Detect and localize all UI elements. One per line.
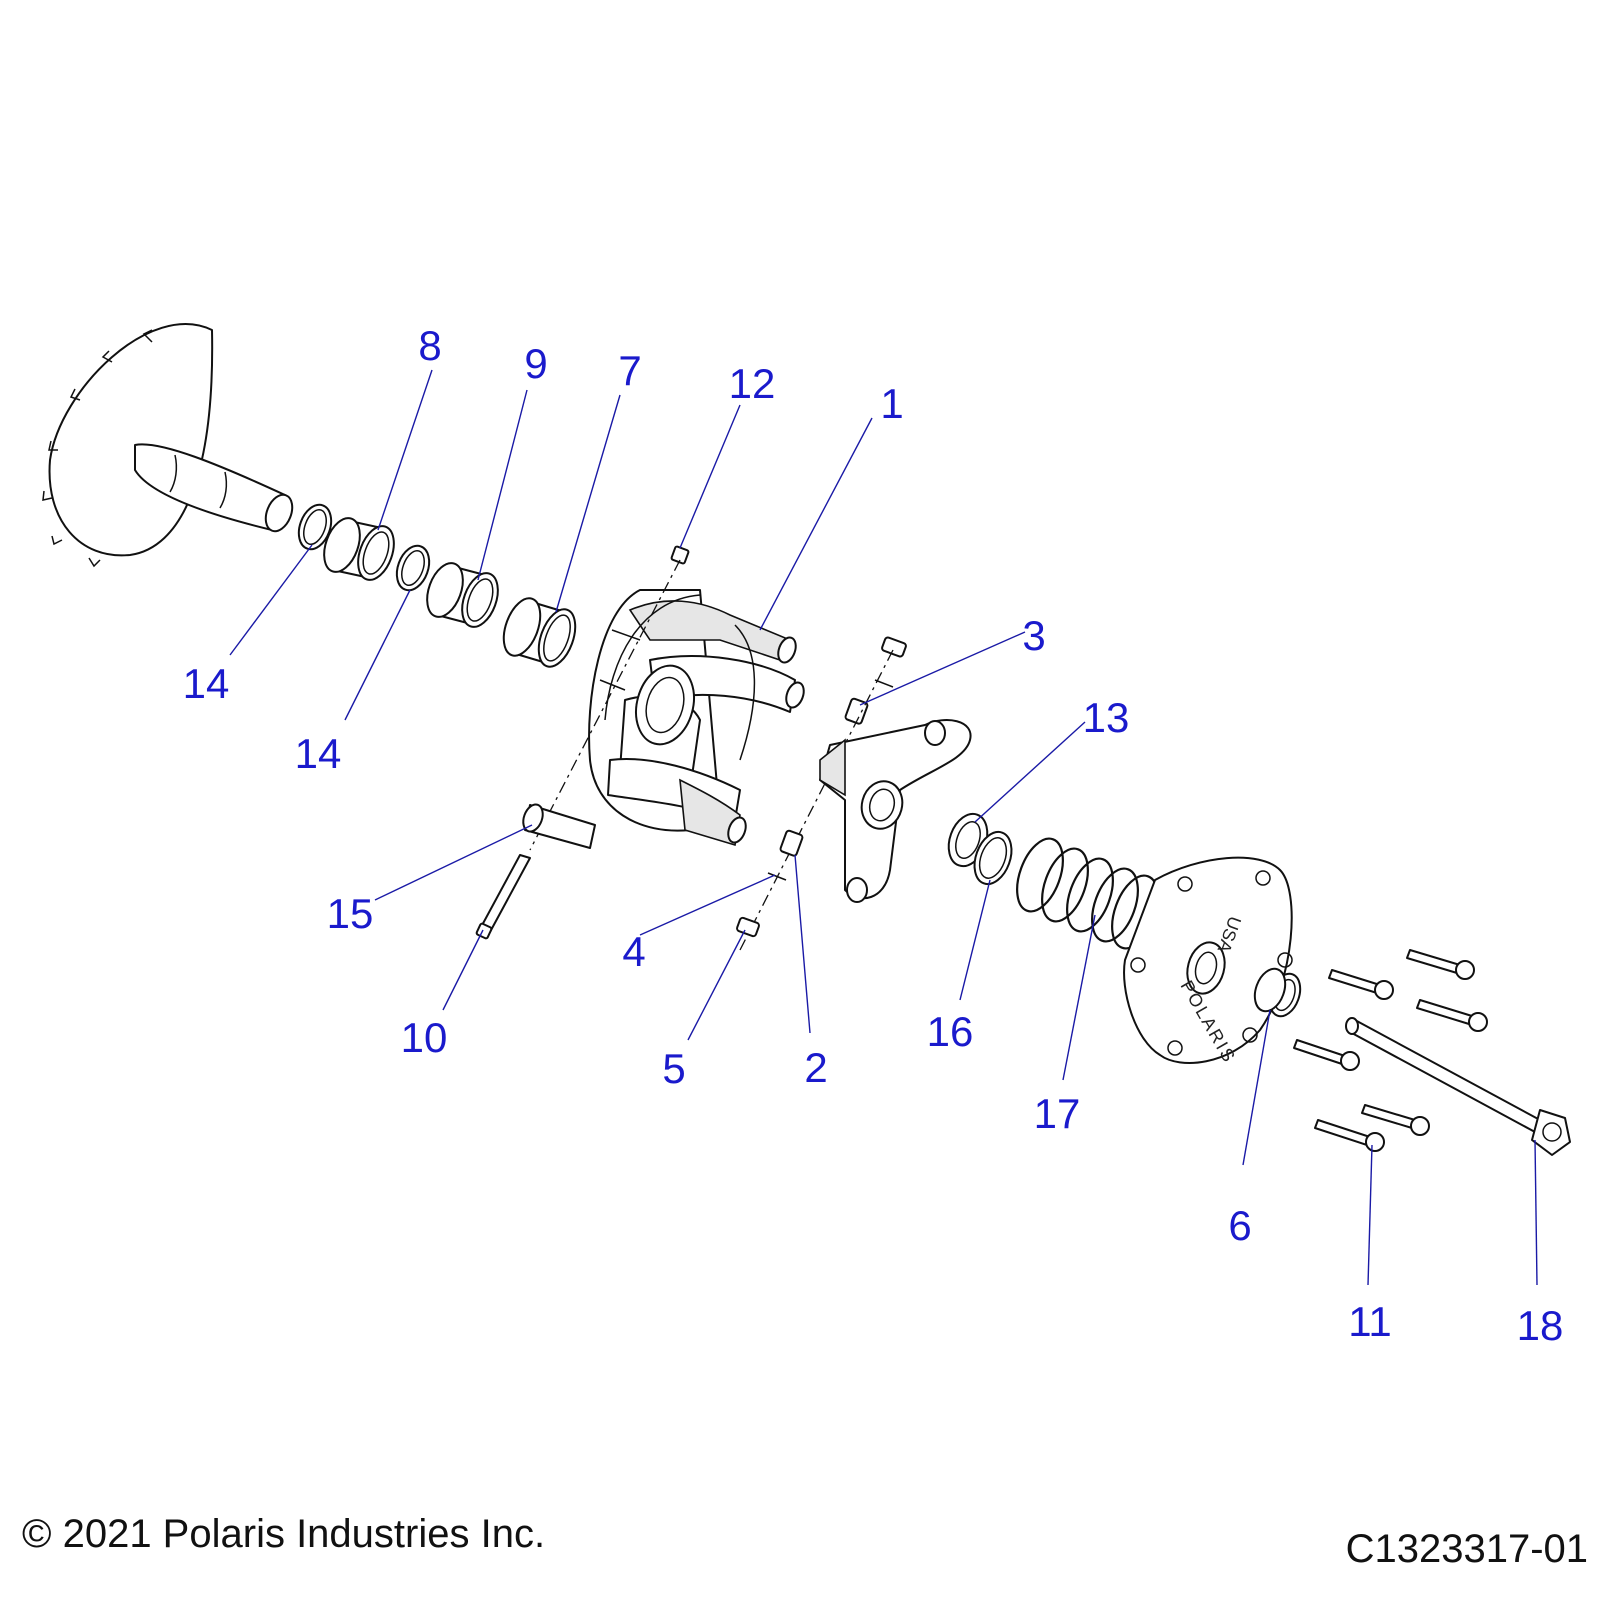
cover: USA POLARIS (1123, 856, 1293, 1067)
bushing-7 (502, 597, 577, 668)
callout-8: 8 (418, 322, 441, 369)
bushing-5 (736, 916, 760, 938)
callouts: 8 9 7 12 1 3 13 14 14 15 4 10 5 2 16 17 … (183, 322, 1564, 1349)
callout-6: 6 (1228, 1202, 1251, 1249)
snap-ring-right (395, 544, 431, 592)
bolts-11 (1293, 949, 1488, 1152)
callout-16: 16 (927, 1008, 974, 1055)
callout-14b: 14 (295, 730, 342, 777)
callout-18: 18 (1517, 1302, 1564, 1349)
sheave-shaft-assembly (42, 323, 294, 568)
long-bolt-18 (1345, 1017, 1571, 1156)
callout-2: 2 (804, 1044, 827, 1091)
washer-top (874, 679, 894, 688)
moveable-sheave-1 (588, 589, 805, 847)
spring-17 (1016, 837, 1159, 950)
roller-2 (779, 829, 804, 857)
callout-1: 1 (880, 380, 903, 427)
callout-11: 11 (1348, 1298, 1392, 1345)
callout-13: 13 (1083, 694, 1130, 741)
callout-10: 10 (401, 1014, 448, 1061)
drawing-number: C1323317-01 (1345, 1527, 1588, 1571)
washer-4 (767, 872, 787, 881)
roller-cap-top (881, 636, 907, 658)
snap-ring-left (297, 503, 333, 551)
callout-3: 3 (1022, 612, 1045, 659)
washer-16 (973, 830, 1013, 886)
leader-lines (229, 369, 1538, 1286)
callout-5: 5 (662, 1045, 685, 1092)
roller-12 (670, 545, 690, 565)
roller-3 (844, 697, 869, 725)
callout-7: 7 (618, 347, 641, 394)
weight-15 (522, 803, 596, 849)
bushing-6 (1253, 967, 1302, 1018)
callout-12: 12 (729, 360, 776, 407)
bushing-8 (323, 517, 395, 581)
callout-14a: 14 (183, 660, 230, 707)
spider (819, 719, 972, 903)
callout-15: 15 (327, 890, 374, 937)
callout-4: 4 (622, 928, 645, 975)
bushing-9 (426, 562, 499, 628)
callout-9: 9 (524, 340, 547, 387)
copyright-text: © 2021 Polaris Industries Inc. (22, 1512, 546, 1556)
pin-10 (475, 854, 531, 940)
callout-17: 17 (1034, 1090, 1081, 1137)
